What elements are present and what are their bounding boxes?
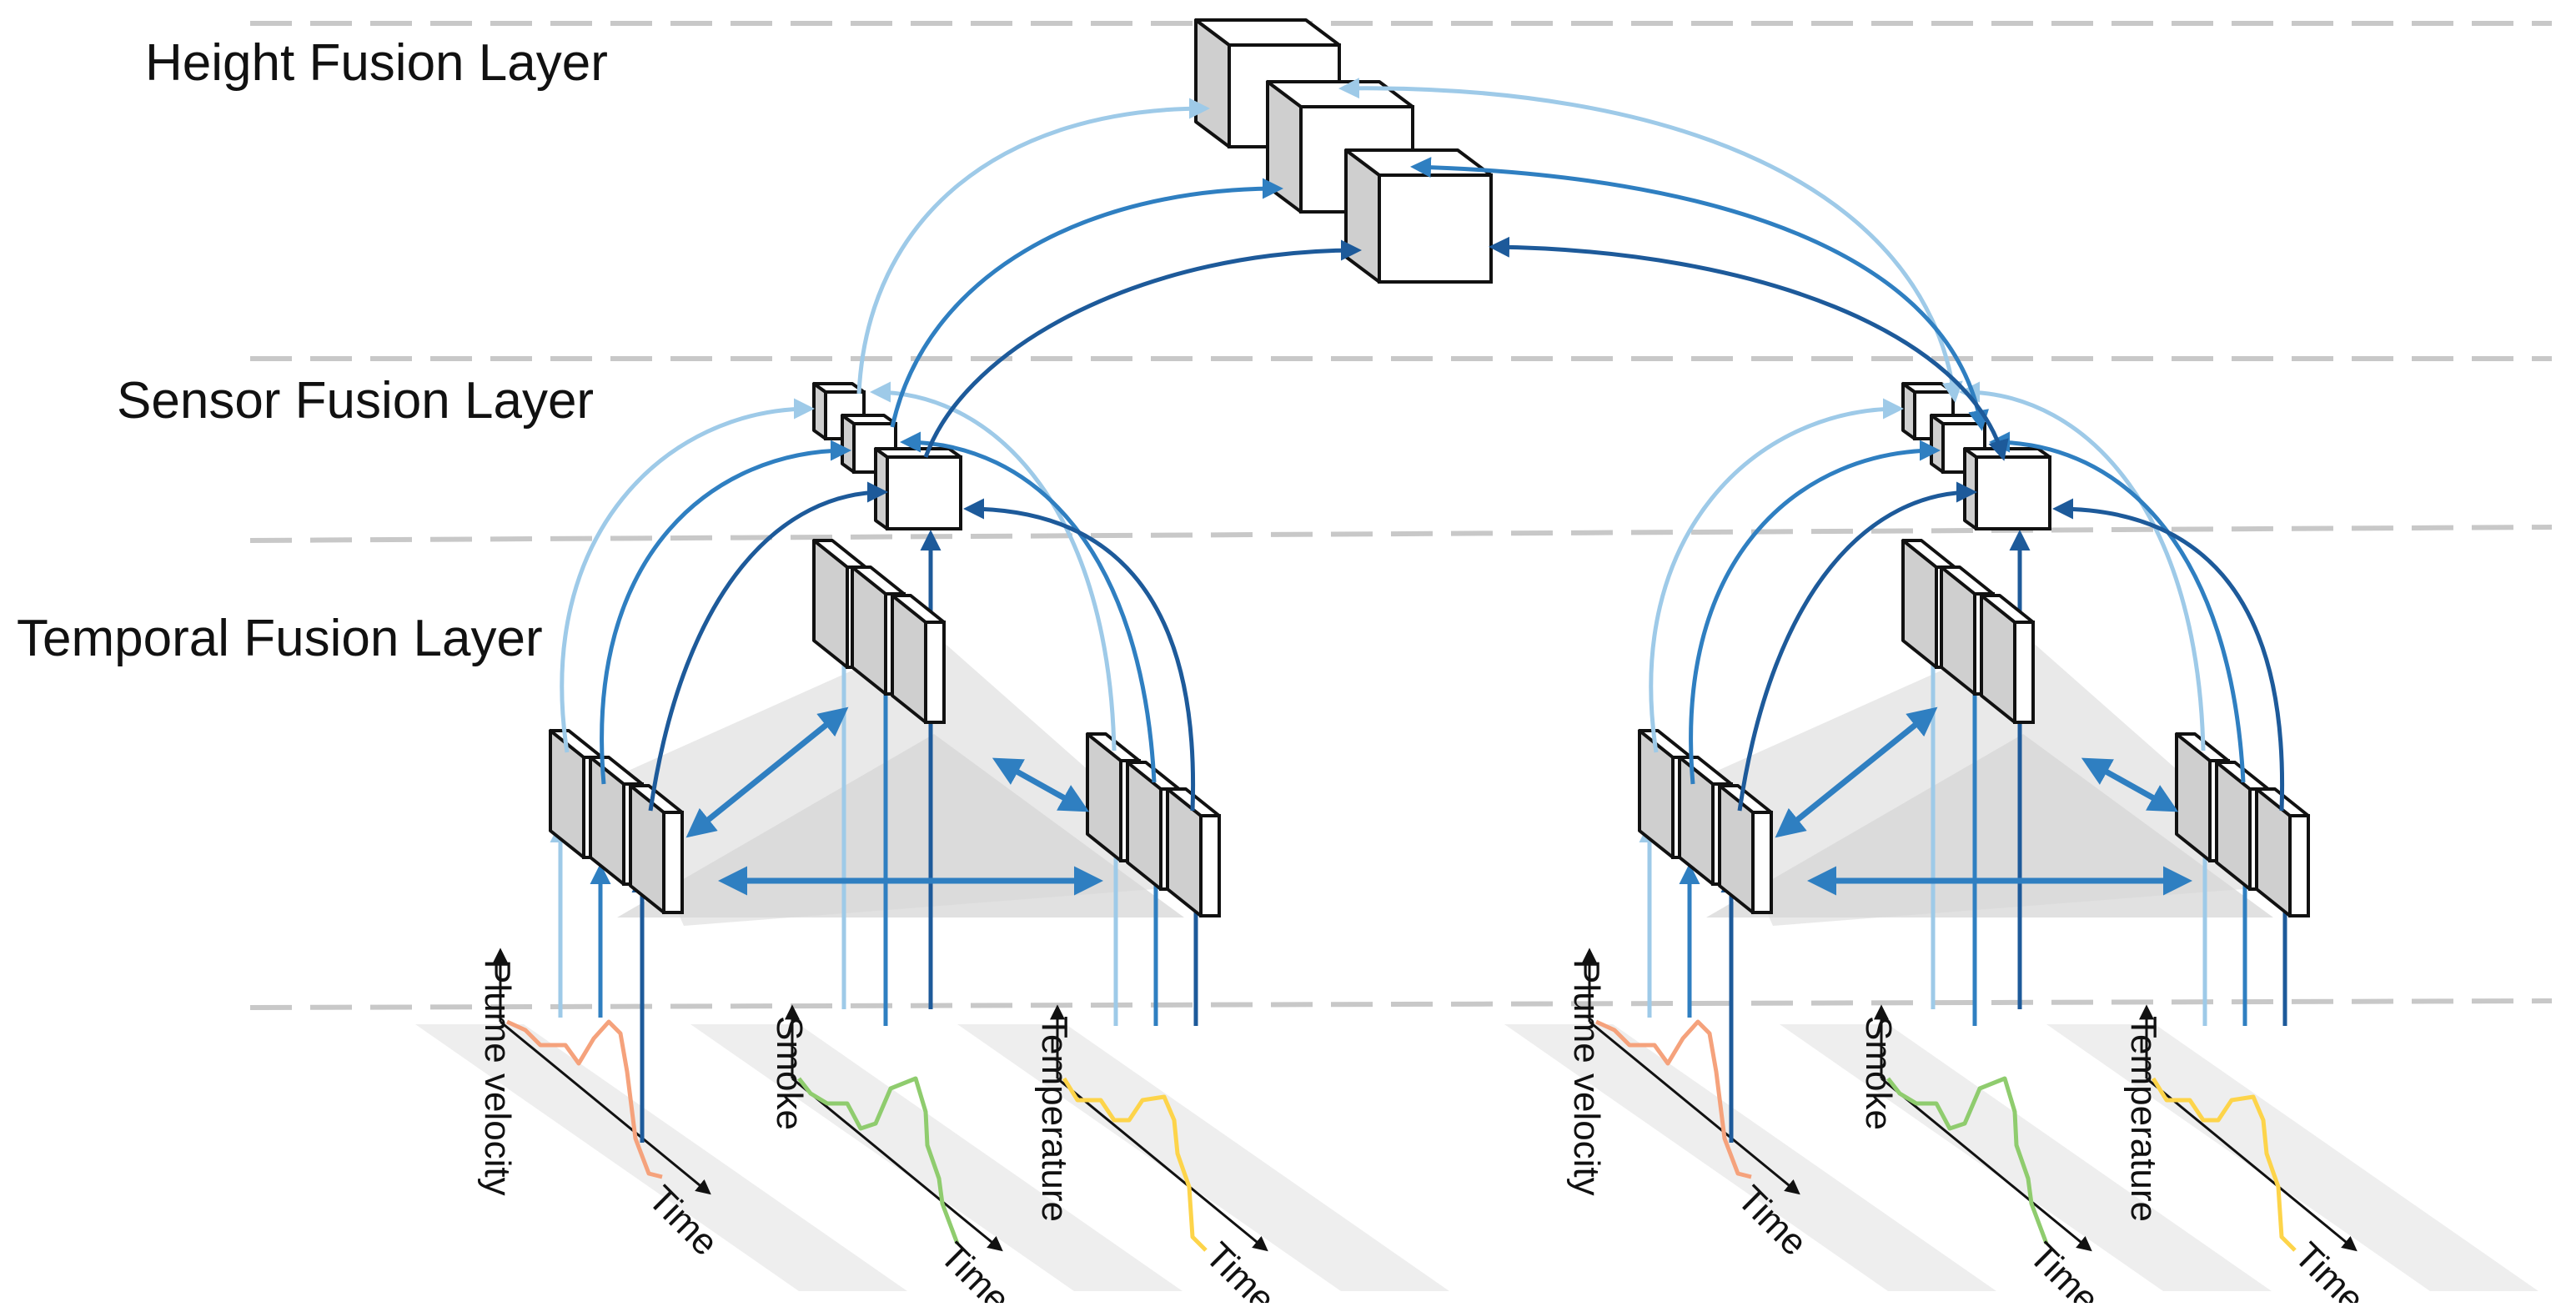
temporal-box-temp-2-front (2288, 814, 2310, 917)
temporal-box-plume-2 (629, 784, 684, 914)
sparkline-smoke (1886, 1076, 2049, 1244)
temporal-box-smoke-2 (1980, 594, 2035, 724)
temporal-link-smoke-temp (2081, 757, 2179, 812)
temporal-stack-plume (1638, 729, 1773, 914)
arch-temp-mid (1989, 431, 2246, 783)
axis-label-plume: Plume velocity (1566, 959, 1607, 1196)
temporal-plane-front (1706, 634, 2307, 926)
sensor-fusion-layer-label: Sensor Fusion Layer (117, 372, 595, 430)
time-label-temp: Time (2287, 1234, 2373, 1303)
sensor-box-2 (1963, 447, 2051, 530)
arch-temp-light (1959, 381, 2206, 752)
sensor-box-2-front (1975, 455, 2051, 530)
sparkline-smoke (797, 1076, 960, 1244)
input-plane-plume-surface (415, 1024, 907, 1291)
temporal-box-plume-2-front (1751, 811, 1773, 914)
height-box-2-front (1378, 173, 1493, 284)
temporal-stack-temp (1086, 732, 1221, 917)
arch-plume-dark (648, 481, 888, 812)
sparkline-plume (505, 1019, 663, 1179)
temporal-box-smoke-2 (891, 594, 946, 724)
height-arc-left-dark (923, 239, 1362, 458)
input-plane-plume-surface (1504, 1024, 1996, 1291)
sparkline-temp (2151, 1077, 2297, 1252)
time-label-smoke: Time (932, 1234, 1018, 1303)
sensor-box-2 (874, 447, 962, 530)
height-arc-left-light (856, 98, 1210, 395)
arch-temp-light (870, 381, 1117, 752)
arch-temp-mid (900, 431, 1157, 783)
separator-temporal-input (249, 998, 2553, 1010)
time-axis-plume (1589, 1020, 1800, 1195)
fusion-group-left: Plume velocityTimeSmokeTimeTemperatureTi… (415, 381, 1449, 1307)
temporal-box-smoke-2-front (924, 621, 946, 724)
height-arc-right-mid (1410, 157, 1989, 431)
time-axis-smoke (791, 1077, 1003, 1252)
temporal-box-temp-2-front (1199, 814, 1221, 917)
temporal-box-plume-2 (1718, 784, 1773, 914)
height-arc-right-dark (1489, 236, 2009, 461)
height-arc-left-mid (890, 178, 1283, 428)
temporal-link-plume-smoke (1775, 706, 1938, 838)
time-axis-temp (1057, 1077, 1268, 1252)
sparkline-temp (1062, 1077, 1208, 1252)
temporal-box-smoke-2-front (2013, 621, 2035, 724)
time-label-smoke: Time (2021, 1234, 2107, 1303)
arch-plume-mid (600, 440, 851, 785)
fusion-group-right: Plume velocityTimeSmokeTimeTemperatureTi… (1504, 381, 2538, 1307)
temporal-link-plume-smoke (685, 706, 849, 838)
time-axis-smoke (1881, 1077, 2092, 1252)
input-plane-smoke-surface (1780, 1024, 2272, 1291)
temporal-fusion-layer-label: Temporal Fusion Layer (17, 610, 543, 667)
time-axis-plume (500, 1020, 711, 1195)
arch-temp-dark (963, 498, 1196, 812)
temporal-box-temp-2 (1166, 787, 1221, 917)
time-label-temp: Time (1198, 1234, 1283, 1303)
arch-temp-dark (2052, 498, 2285, 812)
sensor-box-2-side (1963, 447, 1978, 530)
input-plane-temp-surface (957, 1024, 1449, 1291)
axis-label-smoke: Smoke (769, 1016, 810, 1130)
input-plane-temp-surface (2046, 1024, 2538, 1291)
axis-label-temp: Temperature (1034, 1016, 1075, 1222)
temporal-link-smoke-temp (992, 757, 1090, 812)
axis-label-smoke: Smoke (1858, 1016, 1899, 1130)
time-axis-temp (2146, 1077, 2358, 1252)
height-fusion-layer-label: Height Fusion Layer (145, 34, 608, 92)
input-plane-smoke-surface (690, 1024, 1183, 1291)
axis-label-temp: Temperature (2123, 1016, 2164, 1222)
sparkline-plume (1594, 1019, 1752, 1179)
temporal-box-plume-2-front (662, 811, 684, 914)
temporal-stack-temp (2175, 732, 2310, 917)
temporal-plane-front (617, 634, 1218, 926)
arch-plume-dark (1737, 481, 1977, 812)
separator-sensor-temporal (249, 525, 2553, 543)
temporal-stack-smoke (812, 539, 946, 724)
sensor-box-2-front (886, 455, 962, 530)
temporal-stack-smoke (1901, 539, 2035, 724)
axis-label-plume: Plume velocity (477, 959, 518, 1196)
sensor-box-2-side (874, 447, 889, 530)
arch-plume-light (560, 398, 815, 753)
